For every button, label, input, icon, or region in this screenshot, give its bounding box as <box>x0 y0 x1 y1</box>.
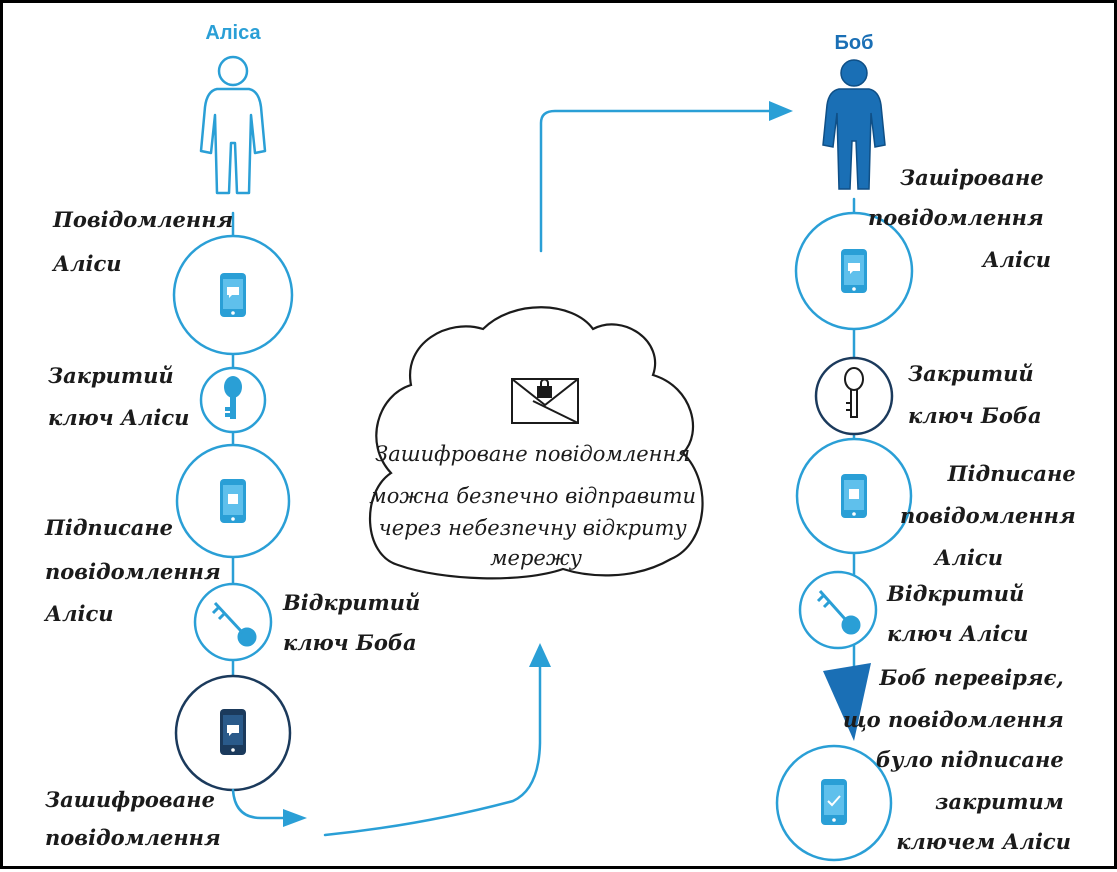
alice-signed-label: Підписане повідомлення Аліси <box>43 515 228 626</box>
alice-signed-node <box>175 443 291 559</box>
bob-encrypted-label: Зашiроване повідомлення Аліси <box>868 165 1051 272</box>
alice-private-key-label: Закритий ключ Аліси <box>48 363 189 430</box>
bob-alice-public-key-label: Відкритий ключ Аліси <box>886 581 1032 646</box>
bob-name: Боб <box>835 32 874 54</box>
locked-envelope-icon <box>511 378 579 424</box>
cloud-to-bob-line <box>539 109 773 253</box>
alice-encrypted-label: Зашифроване повідомлення <box>45 787 222 850</box>
arrow-down-icon <box>823 663 871 741</box>
alice-out-line <box>231 788 285 820</box>
alice-encrypted-node <box>174 674 292 792</box>
upward-connector-line <box>323 661 542 837</box>
alice-bob-public-key-node <box>193 582 273 662</box>
bob-verify-label: Боб перевіряє, що повідомлення було підп… <box>843 665 1071 854</box>
phone-encrypted-icon <box>220 709 246 755</box>
bob-signed-node <box>795 437 913 555</box>
phone-message-icon <box>220 273 246 317</box>
alice-bob-public-key-label: Відкритий ключ Боба <box>282 590 428 655</box>
alice-figure-icon <box>199 55 267 195</box>
bob-private-key-node <box>814 356 894 436</box>
phone-message-icon <box>841 249 867 293</box>
bob-signed-label: Підписане повідомлення Аліси <box>900 461 1083 570</box>
bob-encrypted-node <box>794 211 914 331</box>
key-icon <box>224 376 242 419</box>
bob-figure-icon <box>822 59 886 190</box>
phone-signed-icon <box>220 479 246 523</box>
alice-private-key-node <box>199 366 267 434</box>
cloud-text: Зашифроване повідомлення можна безпечно … <box>369 442 702 570</box>
alice-name: Аліса <box>205 22 261 44</box>
phone-signed-icon <box>841 474 867 518</box>
arrow-right-icon <box>769 101 793 121</box>
arrow-up-icon <box>529 643 551 667</box>
key-icon <box>211 601 257 647</box>
bob-verified-node <box>775 744 893 862</box>
cloud-shape <box>369 306 704 580</box>
key-icon <box>816 590 861 635</box>
bob-private-key-label: Закритий ключ Боба <box>908 361 1042 428</box>
bob-alice-public-key-node <box>798 570 878 650</box>
encryption-diagram: Аліса <box>43 22 1083 862</box>
arrow-right-icon <box>283 809 307 827</box>
phone-verified-icon <box>821 779 847 825</box>
key-icon <box>844 367 864 418</box>
alice-message-label: Повідомлення Аліси <box>51 207 241 276</box>
alice-message-node <box>172 234 294 356</box>
